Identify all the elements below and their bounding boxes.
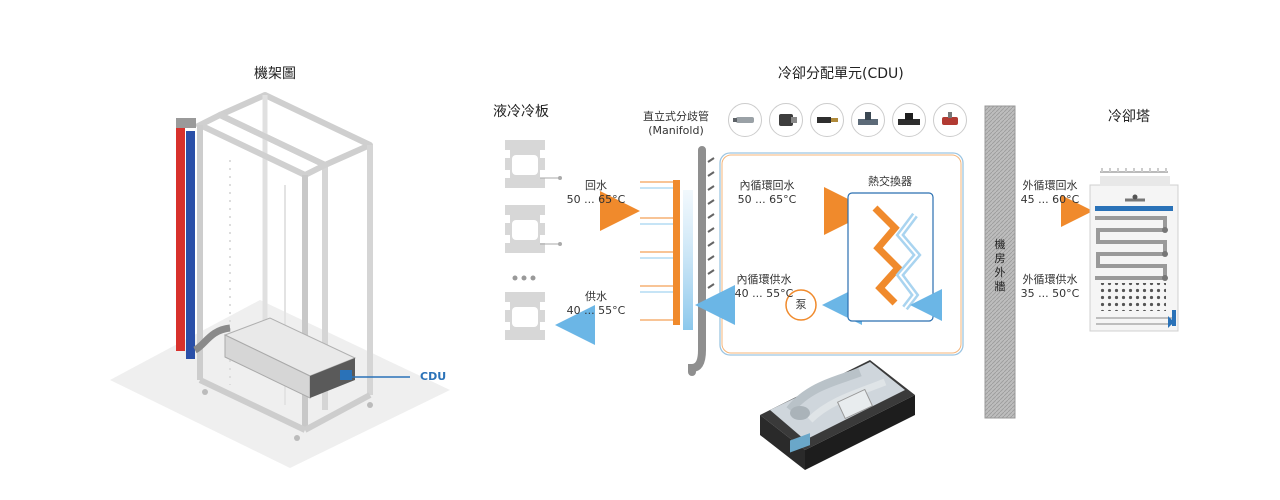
inner-supply-range: 40 ... 55°C (734, 287, 794, 300)
outer-supply-range: 35 ... 50°C (1020, 287, 1080, 300)
inner-return-name: 內循環回水 (739, 179, 795, 192)
manifold-title: 直立式分歧管 (Manifold) (636, 110, 716, 138)
pressure-gauge-icon (769, 103, 803, 137)
cold-plate-1 (505, 140, 545, 188)
manifold (640, 146, 715, 376)
tower-hot-header (1095, 206, 1173, 211)
outer-return-label: 外循環回水 45 ... 60°C (1010, 179, 1090, 207)
supply-water-range: 40 ... 55°C (566, 304, 626, 317)
manifold-cold-bar (683, 190, 693, 330)
rack-manifold-blue (186, 131, 195, 359)
pump-circle (785, 289, 817, 321)
cdu-boundary-inner (721, 154, 962, 354)
return-water-range: 50 ... 65°C (566, 193, 626, 206)
return-water-name: 回水 (585, 179, 607, 192)
supply-water-label: 供水 40 ... 55°C (556, 290, 636, 318)
inner-return-label: 內循環回水 50 ... 65°C (727, 179, 807, 207)
valve-icon (933, 103, 967, 137)
outer-return-name: 外循環回水 (1022, 179, 1078, 192)
pressure-sensor-icon (728, 103, 762, 137)
outer-supply-label: 外循環供水 35 ... 50°C (1010, 273, 1090, 301)
rack-cdu-callout: CDU (420, 370, 447, 383)
sensor-icons (728, 103, 968, 137)
cdu-hardware-image (760, 360, 915, 470)
cooling-tower-title: 冷卻塔 (1108, 109, 1150, 125)
outer-return-range: 45 ... 60°C (1020, 193, 1080, 206)
manifold-title-en: (Manifold) (648, 124, 704, 137)
heat-exchanger-label: 熱交換器 (868, 175, 912, 188)
cold-plate-title: 液冷冷板 (493, 104, 549, 120)
rack-frame-back (217, 92, 373, 168)
flow-sensor-icon (851, 103, 885, 137)
rack-illustration (110, 92, 450, 468)
outer-supply-name: 外循環供水 (1022, 273, 1078, 286)
inner-supply-name: 內循環供水 (736, 273, 792, 286)
rack-frame-top (193, 111, 332, 179)
supply-water-name: 供水 (585, 290, 607, 303)
manifold-title-zh: 直立式分歧管 (643, 110, 709, 123)
cold-plate-3 (505, 292, 545, 340)
cdu-unit-title: 冷卻分配單元(CDU) (778, 66, 904, 82)
flow-meter-icon (892, 103, 926, 137)
wall-label: 機房外牆 (994, 238, 1006, 293)
rack-manifold-red (176, 123, 185, 351)
temperature-sensor-icon (810, 103, 844, 137)
pump-label: 泵 (795, 298, 807, 311)
manifold-pipe (688, 146, 706, 376)
inner-supply-label: 內循環供水 40 ... 55°C (724, 273, 804, 301)
inner-return-range: 50 ... 65°C (737, 193, 797, 206)
hx-hot-zigzag (872, 205, 903, 306)
cold-plates (505, 140, 562, 340)
rack-title: 機架圖 (254, 66, 296, 82)
cooling-tower (1089, 168, 1179, 332)
cold-plate-2 (505, 205, 545, 253)
facility-wall (984, 105, 1016, 419)
return-water-label: 回水 50 ... 65°C (556, 179, 636, 207)
cdu-boundary (719, 152, 964, 356)
